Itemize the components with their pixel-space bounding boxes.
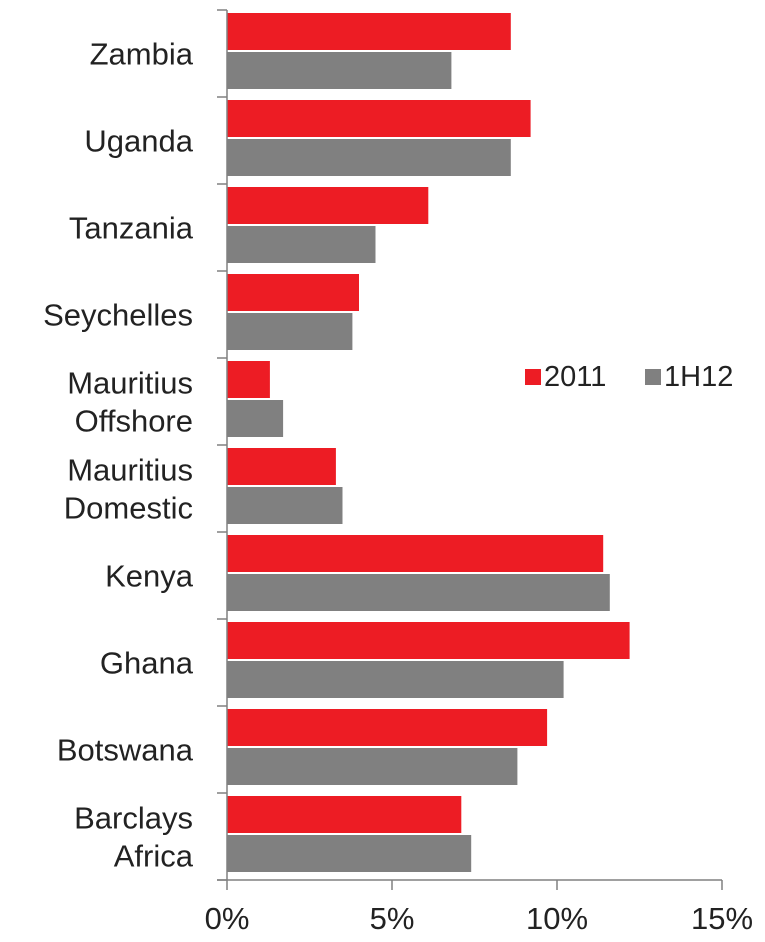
bar-1H12-9 (227, 835, 472, 872)
category-label-line: Offshore (75, 404, 193, 439)
x-tick-labels: 0% 5% 10% 15% (205, 901, 753, 936)
bar-2011-9 (227, 796, 462, 833)
category-label-line: Ghana (100, 646, 194, 681)
bar-1H12-4 (227, 400, 284, 437)
legend-swatch-1H12 (645, 369, 661, 385)
bar-1H12-1 (227, 139, 511, 176)
x-tick-label-0: 0% (205, 901, 250, 936)
category-label-line: Mauritius (67, 366, 193, 401)
bar-1H12-6 (227, 574, 610, 611)
bar-2011-5 (227, 448, 336, 485)
bar-2011-6 (227, 535, 604, 572)
category-label-1: Uganda (84, 124, 193, 159)
x-tick-label-3: 15% (691, 901, 753, 936)
x-tick-label-2: 10% (526, 901, 588, 936)
category-label-0: Zambia (90, 37, 194, 72)
bar-2011-8 (227, 709, 548, 746)
category-label-3: Seychelles (43, 298, 193, 333)
x-tick-label-1: 5% (370, 901, 415, 936)
category-label-line: Barclays (74, 801, 193, 836)
category-label-line: Botswana (57, 733, 194, 768)
category-label-line: Mauritius (67, 453, 193, 488)
legend-label-2011: 2011 (544, 361, 606, 393)
bar-2011-0 (227, 13, 511, 50)
category-label-line: Uganda (84, 124, 193, 159)
category-label-line: Tanzania (69, 211, 194, 246)
category-label-line: Kenya (105, 559, 194, 594)
bar-1H12-2 (227, 226, 376, 263)
category-label-8: Botswana (57, 733, 194, 768)
category-label-line: Zambia (90, 37, 194, 72)
category-label-line: Seychelles (43, 298, 193, 333)
category-label-7: Ghana (100, 646, 194, 681)
bar-2011-2 (227, 187, 429, 224)
bar-2011-7 (227, 622, 630, 659)
bar-1H12-3 (227, 313, 353, 350)
legend-label-1H12: 1H12 (664, 361, 733, 393)
axes-group (217, 9, 723, 890)
bar-2011-1 (227, 100, 531, 137)
category-label-2: Tanzania (69, 211, 194, 246)
bar-1H12-5 (227, 487, 343, 524)
legend-swatch-2011 (525, 369, 541, 385)
bar-2011-3 (227, 274, 359, 311)
bar-1H12-0 (227, 52, 452, 89)
bar-1H12-7 (227, 661, 564, 698)
category-label-line: Domestic (64, 491, 193, 526)
bar-1H12-8 (227, 748, 518, 785)
category-label-6: Kenya (105, 559, 194, 594)
bars-group (227, 13, 630, 872)
bar-2011-4 (227, 361, 270, 398)
category-label-line: Africa (114, 839, 194, 874)
legend: 2011 1H12 (525, 361, 733, 393)
